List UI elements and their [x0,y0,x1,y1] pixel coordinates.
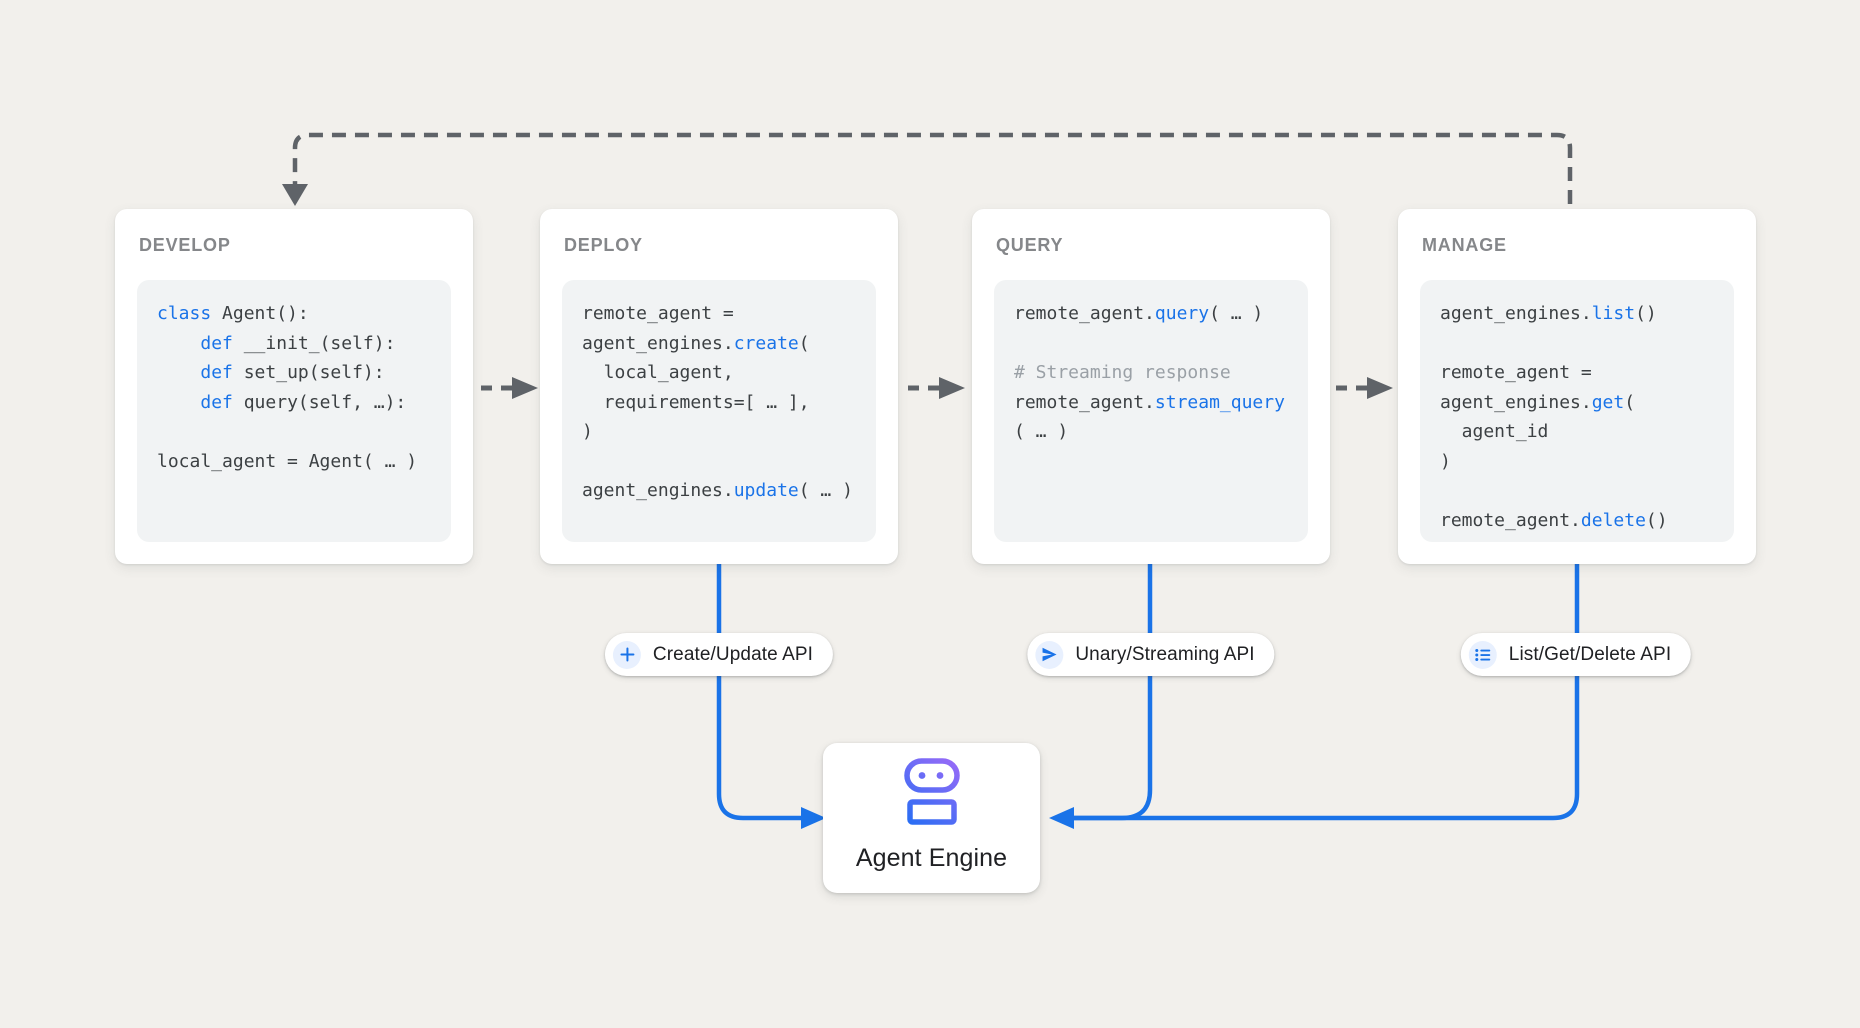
card-deploy: DEPLOY remote_agent = agent_engines.crea… [540,209,898,564]
send-icon [1035,640,1064,669]
card-query: QUERY remote_agent.query( … ) # Streamin… [972,209,1330,564]
card-develop: DEVELOP class Agent(): def __init_(self)… [115,209,473,564]
card-query-title: QUERY [996,235,1064,255]
agent-engine-label: Agent Engine [855,844,1008,872]
card-develop-title: DEVELOP [139,235,231,255]
deploy-to-engine-blue-line [716,564,802,821]
pill-list-get-delete-api-label: List/Get/Delete API [1508,643,1672,665]
deploy-to-engine-arrowhead-right [801,807,826,829]
pill-list-get-delete-api: List/Get/Delete API [1460,633,1692,676]
card-deploy-title: DEPLOY [564,235,643,255]
pill-create-update-api: Create/Update API [604,633,834,676]
pill-unary-streaming-api-label: Unary/Streaming API [1075,643,1255,665]
deploy-to-query-arrowhead [939,377,965,399]
query-manage-to-engine-arrowhead-left [1049,807,1074,829]
pill-create-update-api-label: Create/Update API [652,643,814,665]
pill-unary-streaming-api: Unary/Streaming API [1027,633,1275,676]
query-to-manage-arrowhead [1367,377,1393,399]
card-query-code-block: remote_agent.query( … ) # Streaming resp… [994,280,1308,542]
feedback-loop-dashed-line [292,132,1573,204]
robot-icon [903,757,961,836]
card-manage: MANAGE agent_engines.list() remote_agent… [1398,209,1756,564]
feedback-loop-arrowhead-down [282,184,308,206]
card-manage-title: MANAGE [1422,235,1507,255]
card-manage-code-block: agent_engines.list() remote_agent = agen… [1420,280,1734,542]
list-icon [1468,640,1497,669]
card-develop-code-block: class Agent(): def __init_(self): def se… [137,280,451,542]
develop-to-deploy-arrowhead [512,377,538,399]
agent-engine-box: Agent Engine [823,743,1040,893]
manage-to-engine-blue-line [1073,564,1580,821]
query-to-engine-blue-line [1073,564,1153,821]
plus-icon [612,640,641,669]
card-deploy-code-block: remote_agent = agent_engines.create( loc… [562,280,876,542]
